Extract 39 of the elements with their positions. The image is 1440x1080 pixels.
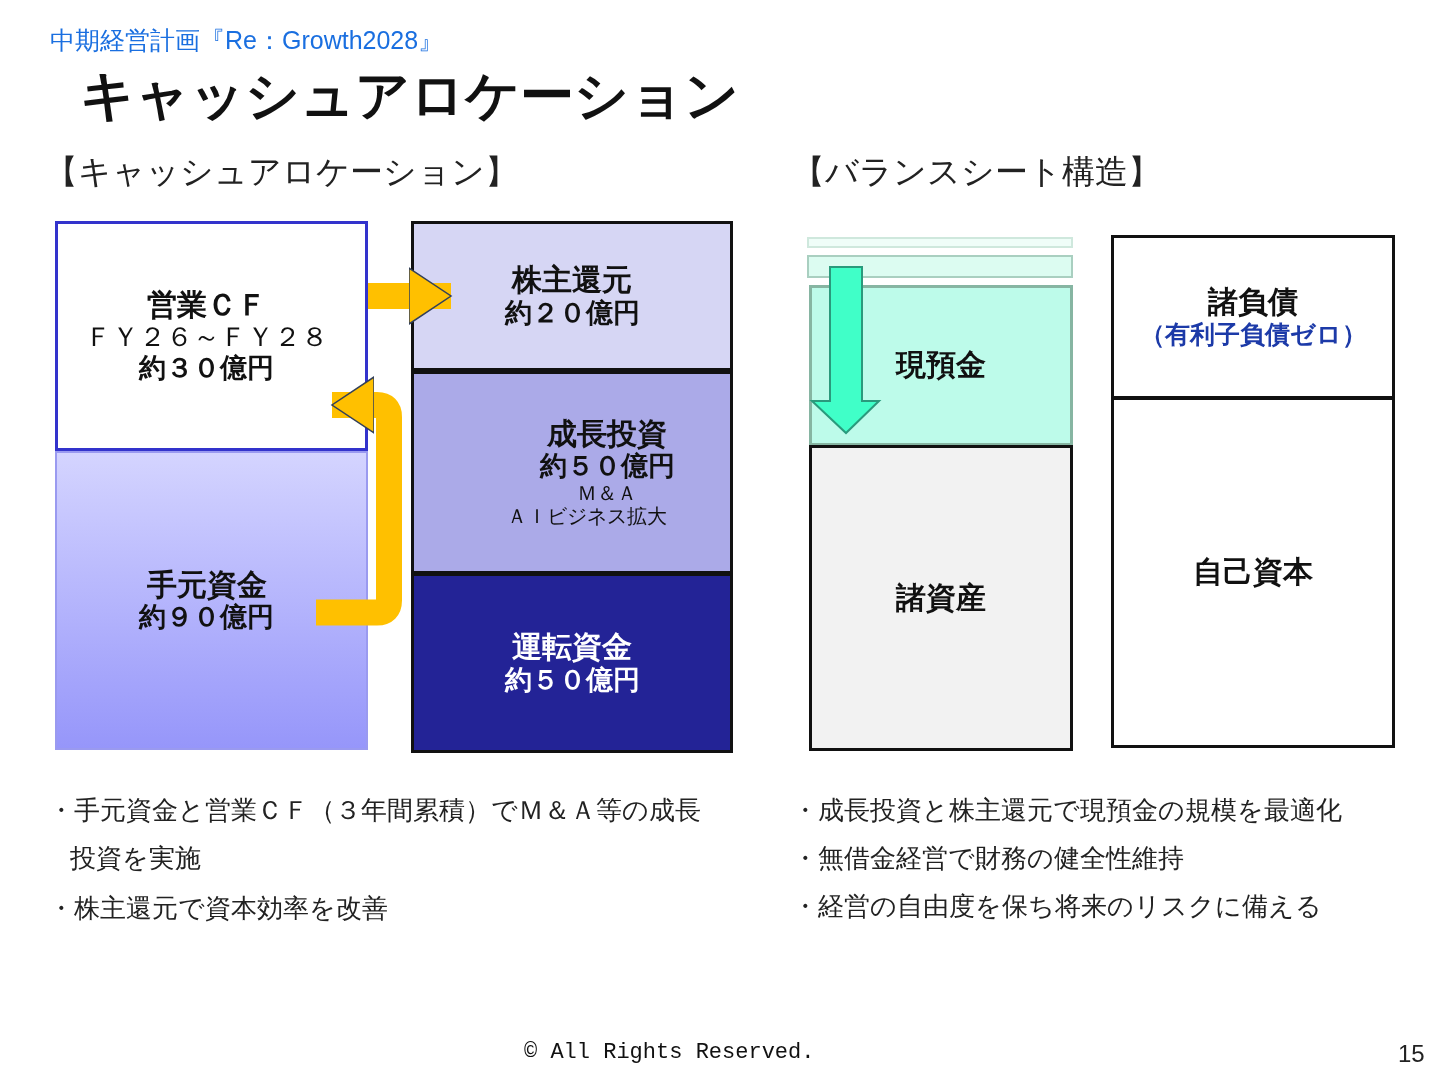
box-heading: 現預金 bbox=[896, 348, 986, 383]
bullet-text: ・成長投資と株主還元で現預金の規模を最適化 bbox=[792, 794, 1343, 827]
bullet-text: ・経営の自由度を保ち将来のリスクに備える bbox=[792, 890, 1323, 923]
box-text: ＡＩビジネス拡大 bbox=[507, 505, 667, 529]
box-text: Ｍ＆Ａ bbox=[577, 482, 637, 506]
box-text: 約５０億円 bbox=[539, 451, 675, 483]
section-heading: 【バランスシート構造】 bbox=[792, 152, 1161, 192]
page-number: 15 bbox=[1398, 1040, 1425, 1068]
box-text: 約３０億円 bbox=[139, 353, 274, 385]
box-heading: 運転資金 bbox=[512, 630, 632, 665]
bullet-text: ・手元資金と営業ＣＦ（３年間累積）でＭ＆Ａ等の成長投資を実施 bbox=[48, 794, 702, 875]
arrow bbox=[368, 267, 452, 325]
box-heading: 自己資本 bbox=[1193, 555, 1313, 590]
cash-flow-box bbox=[55, 221, 368, 451]
box-text: 約５０億円 bbox=[504, 664, 640, 696]
bullet-text: ・株主還元で資本効率を改善 bbox=[48, 892, 389, 925]
box-text: 約９０億円 bbox=[139, 602, 274, 634]
copyright-text: © All Rights Reserved. bbox=[524, 1040, 815, 1065]
growth-investment-box bbox=[411, 371, 733, 574]
box-text: ＦＹ２６～ＦＹ２８ bbox=[85, 322, 328, 354]
page-title: キャッシュアロケーション bbox=[80, 64, 739, 127]
box-text: 約２０億円 bbox=[504, 297, 640, 329]
box-heading: 株主還元 bbox=[512, 263, 632, 298]
box-text: （有利子負債ゼロ） bbox=[1139, 319, 1367, 349]
box-heading: 成長投資 bbox=[547, 416, 667, 452]
liabilities-box bbox=[1111, 235, 1395, 399]
box-heading: 営業ＣＦ bbox=[146, 287, 267, 323]
subtitle: 中期経営計画『Re：Growth2028』 bbox=[50, 25, 444, 56]
working-capital-box bbox=[411, 573, 733, 753]
cash-on-hand-box bbox=[55, 451, 368, 750]
box-heading: 諸資産 bbox=[896, 580, 986, 616]
section-heading: 【キャッシュアロケーション】 bbox=[45, 152, 518, 192]
assets-box bbox=[809, 445, 1073, 751]
box-heading: 手元資金 bbox=[146, 567, 267, 603]
shareholder-return-box bbox=[411, 221, 733, 371]
arrow bbox=[316, 376, 402, 626]
box-heading: 諸負債 bbox=[1208, 285, 1298, 320]
equity-box bbox=[1111, 397, 1395, 748]
bullet-text: ・無借金経営で財務の健全性維持 bbox=[792, 842, 1185, 875]
